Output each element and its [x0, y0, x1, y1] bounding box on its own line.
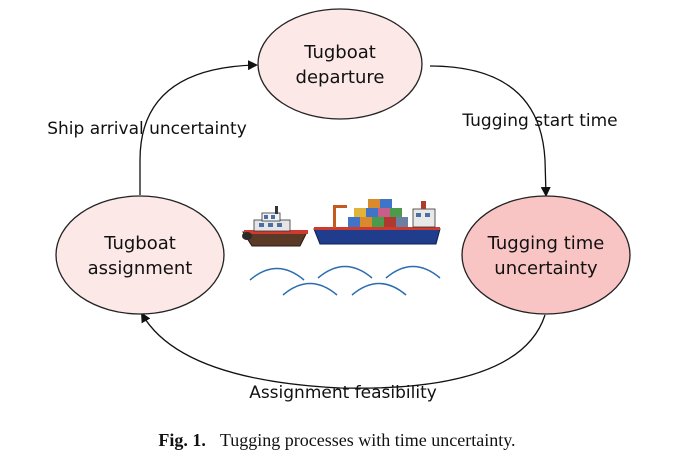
node-tugging-time-uncertainty-line1: Tugging time	[487, 233, 605, 254]
node-tugboat-departure-line1: Tugboat	[303, 42, 376, 63]
arrow-assignment-to-departure	[139, 60, 258, 195]
node-tugboat-departure-line2: departure	[296, 67, 385, 88]
node-tugging-time-uncertainty-ellipse	[461, 195, 631, 315]
node-tugboat-departure-ellipse	[257, 8, 423, 120]
node-tugging-time-uncertainty: Tugging time uncertainty	[461, 195, 631, 315]
node-tugboat-departure: Tugboat departure	[257, 8, 423, 120]
node-tugboat-assignment-ellipse	[55, 195, 225, 315]
arrow-departure-to-tugging	[429, 65, 551, 197]
figure-caption: Fig. 1. Tugging processes with time unce…	[158, 430, 515, 450]
edge-label-ship-arrival-uncertainty: Ship arrival uncertainty	[47, 119, 247, 139]
edge-label-assignment-feasibility: Assignment feasibility	[249, 383, 437, 403]
node-tugboat-assignment-line2: assignment	[88, 258, 193, 279]
waves-icon	[249, 265, 441, 296]
node-tugboat-assignment-line1: Tugboat	[103, 233, 176, 254]
node-tugging-time-uncertainty-line2: uncertainty	[494, 258, 598, 279]
container-ship-icon	[313, 199, 441, 245]
caption-text: Tugging processes with time uncertainty.	[220, 430, 516, 450]
arrow-tugging-to-assignment	[141, 312, 546, 389]
node-tugboat-assignment: Tugboat assignment	[55, 195, 225, 315]
edge-label-tugging-start-time: Tugging start time	[461, 111, 617, 131]
caption-label: Fig. 1.	[158, 430, 206, 450]
tugboat-icon	[242, 206, 308, 247]
